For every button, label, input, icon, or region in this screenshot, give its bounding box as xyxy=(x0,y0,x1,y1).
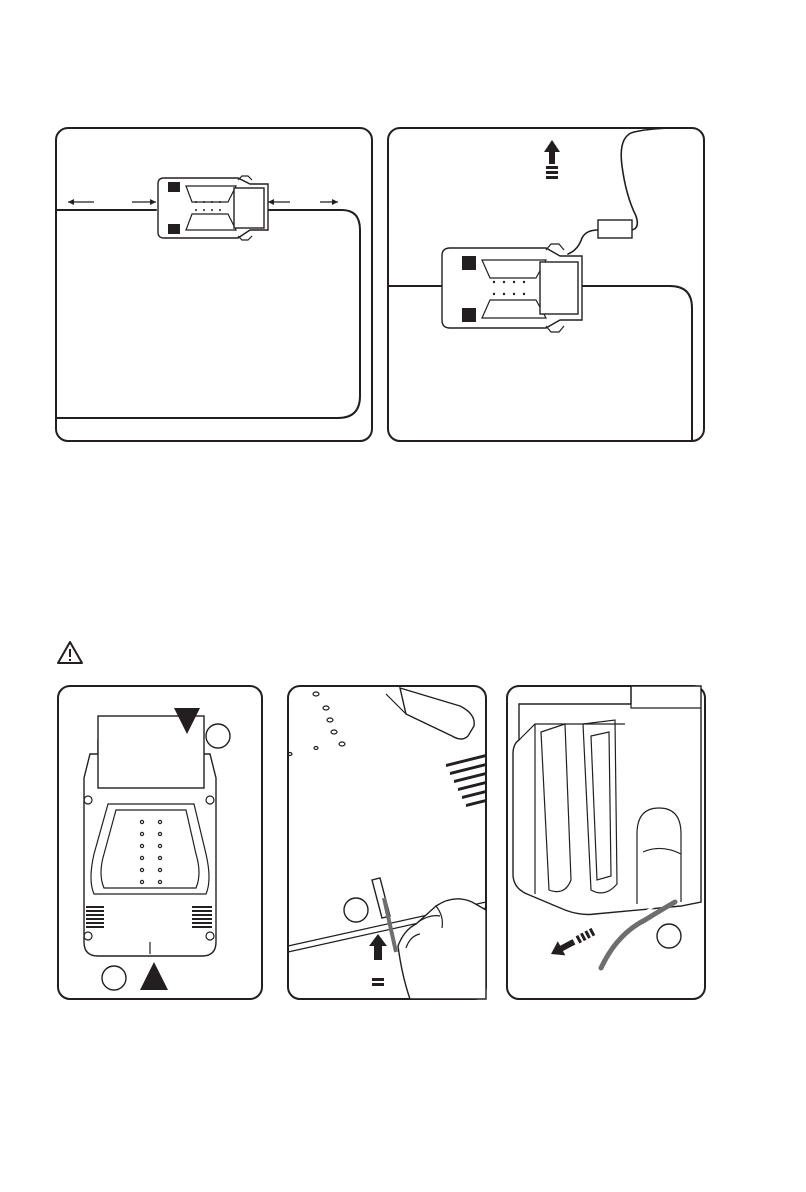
boundary-wire xyxy=(384,898,396,952)
callout-circle xyxy=(206,724,230,748)
wire-insertion-slot-panel xyxy=(286,684,488,1002)
up-arrow-icon xyxy=(369,934,387,986)
hand xyxy=(398,899,486,999)
warning-triangle-icon xyxy=(56,640,84,666)
down-left-arrow-icon xyxy=(547,924,597,961)
up-arrow-icon xyxy=(544,140,560,179)
boundary-wire xyxy=(56,210,360,418)
wire-routing-exit-panel xyxy=(505,684,707,1002)
left-arrow-icon xyxy=(68,199,156,205)
callout-circle xyxy=(102,966,126,990)
charging-station xyxy=(158,176,268,240)
callout-circle xyxy=(657,924,681,948)
charging-station xyxy=(513,686,701,915)
power-adapter xyxy=(598,220,632,238)
station-underside xyxy=(84,716,216,956)
callout-circle xyxy=(344,898,368,922)
right-arrow-icon xyxy=(268,199,338,205)
wire-connection-overview-panel xyxy=(386,126,708,444)
charging-station xyxy=(442,244,582,332)
up-triangle-marker-icon xyxy=(140,962,168,990)
wire-alignment-overview-panel xyxy=(54,126,376,444)
station-underside-panel xyxy=(56,684,264,1002)
